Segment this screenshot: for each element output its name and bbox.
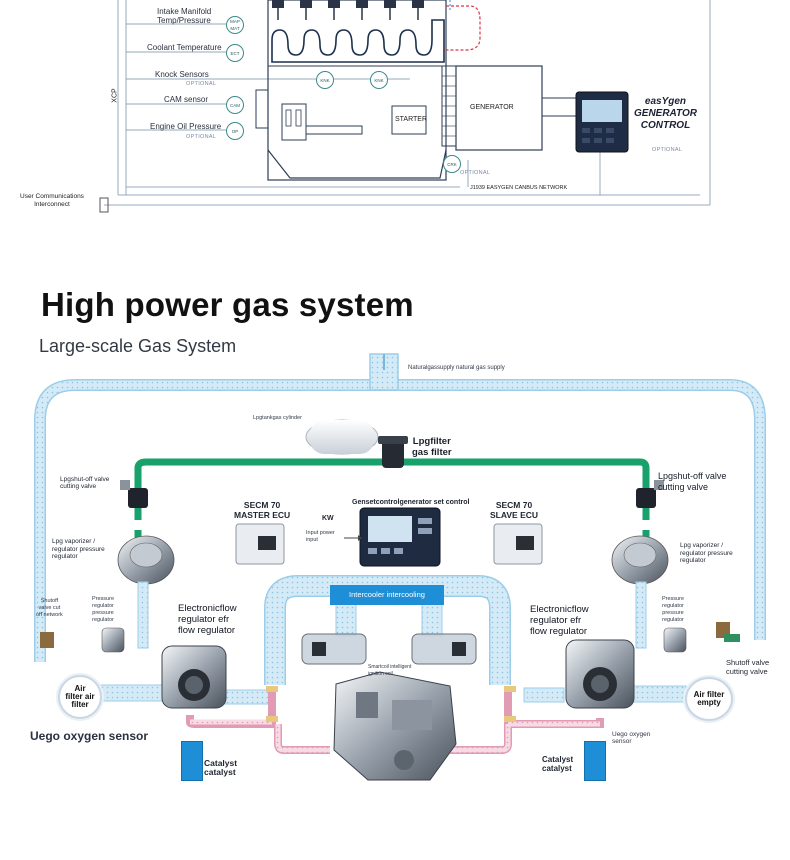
kw-label: KW xyxy=(322,515,334,522)
smart-coil xyxy=(301,633,477,665)
catalyst-left-label: Catalyst catalyst xyxy=(204,758,238,777)
catalyst-left xyxy=(181,741,203,781)
generator-label: GENERATOR xyxy=(470,104,514,111)
sensor-label-oil-pressure: Engine Oil Pressure xyxy=(150,122,222,131)
efr-right xyxy=(565,639,635,709)
ect-node: ECT xyxy=(226,44,244,62)
map-mat-node: MAP MAT xyxy=(226,16,244,34)
user-communications-label: User Communications Interconnect xyxy=(20,193,84,208)
uego-sensor-left-label: Uego oxygen sensor xyxy=(30,729,149,743)
easygen-optional-note: OPTIONAL xyxy=(652,147,683,153)
catalyst-right xyxy=(584,741,606,781)
efr-left-label: Electronicflow regulator efr flow regula… xyxy=(178,603,237,636)
op-node: OP xyxy=(226,122,244,140)
lpg-shutoff-valve-left xyxy=(120,480,148,508)
crk-node: CRK xyxy=(443,155,461,173)
shutoff-valve-right-label: Shutoff valve cutting valve xyxy=(726,658,770,676)
pressure-regulator-left-label: Pressure regulator pressure regulator xyxy=(92,596,115,623)
lpg-shutoff-left-label: Lpgshut-off valve cutting valve xyxy=(60,476,110,490)
air-filter-right: Air filter empty xyxy=(685,677,733,721)
lpg-shutoff-right-label: Lpgshut-off valve cutting valve xyxy=(658,471,727,492)
shutoff-network-left-label: Shutoff valve cut off network xyxy=(36,598,63,618)
xcp-label: XCP xyxy=(111,88,119,103)
efr-right-label: Electronicflow regulator efr flow regula… xyxy=(530,604,589,637)
uego-sensor-right-label: Uego oxygen sensor xyxy=(612,731,651,745)
intercooler-label: Intercooler intercooling xyxy=(330,585,444,605)
starter-label: STARTER xyxy=(395,116,428,123)
natural-gas-supply-label: Naturalgassupply natural gas supply xyxy=(408,365,505,371)
secm-slave-ecu xyxy=(493,523,543,565)
canbus-label: J1939 EASYGEN CANBUS NETWORK xyxy=(470,185,568,191)
pressure-regulator-right-label: Pressure regulator pressure regulator xyxy=(662,596,685,623)
sensor-label-intake-manifold: Intake Manifold Temp/Pressure xyxy=(157,7,212,25)
genset-control-label: Gensetcontrolgenerator set control xyxy=(352,499,470,506)
air-filter-left: Air filter air filter xyxy=(58,675,102,719)
engine-control-schematic: Intake Manifold Temp/Pressure Coolant Te… xyxy=(0,0,790,230)
crk-optional-note: OPTIONAL xyxy=(460,170,491,176)
knock-node-1: KNK xyxy=(316,71,334,89)
cam-node: CAM xyxy=(226,96,244,114)
vaporizer-left xyxy=(117,535,175,585)
lpg-shutoff-valve-right xyxy=(636,480,664,508)
sensor-label-knock: Knock Sensors xyxy=(155,70,209,79)
secm-master-label: SECM 70 MASTER ECU xyxy=(234,500,291,520)
sensor-label-cam: CAM sensor xyxy=(164,95,209,104)
catalyst-right-label: Catalyst catalyst xyxy=(542,755,574,773)
lpg-tank-label: Lpgtankgas cylinder xyxy=(253,415,302,421)
lpg-filter-label: Lpgfilter gas filter xyxy=(412,436,452,458)
efr-left xyxy=(161,645,227,709)
page-title: High power gas system xyxy=(41,286,414,323)
vaporizer-left-label: Lpg vaporizer / regulator pressure regul… xyxy=(52,538,105,560)
knock-optional-note: OPTIONAL xyxy=(186,81,217,87)
secm-slave-label: SECM 70 SLAVE ECU xyxy=(490,500,539,520)
easygen-title: easYgen GENERATOR CONTROL xyxy=(634,96,697,131)
sensor-label-coolant: Coolant Temperature xyxy=(147,43,222,52)
vaporizer-right xyxy=(611,535,669,585)
knock-node-2: KNK xyxy=(370,71,388,89)
oil-pressure-optional-note: OPTIONAL xyxy=(186,134,217,140)
genset-controller xyxy=(359,507,441,567)
schematic-lines xyxy=(99,0,711,213)
secm-master-ecu xyxy=(235,523,285,565)
vaporizer-right-label: Lpg vaporizer / regulator pressure regul… xyxy=(680,542,733,564)
smart-coil-label: Smartcoil intelligent ignition coil xyxy=(368,664,412,677)
input-power-label: Input power input xyxy=(306,530,335,543)
engine-block xyxy=(333,671,457,781)
page-subtitle: Large-scale Gas System xyxy=(39,336,237,356)
